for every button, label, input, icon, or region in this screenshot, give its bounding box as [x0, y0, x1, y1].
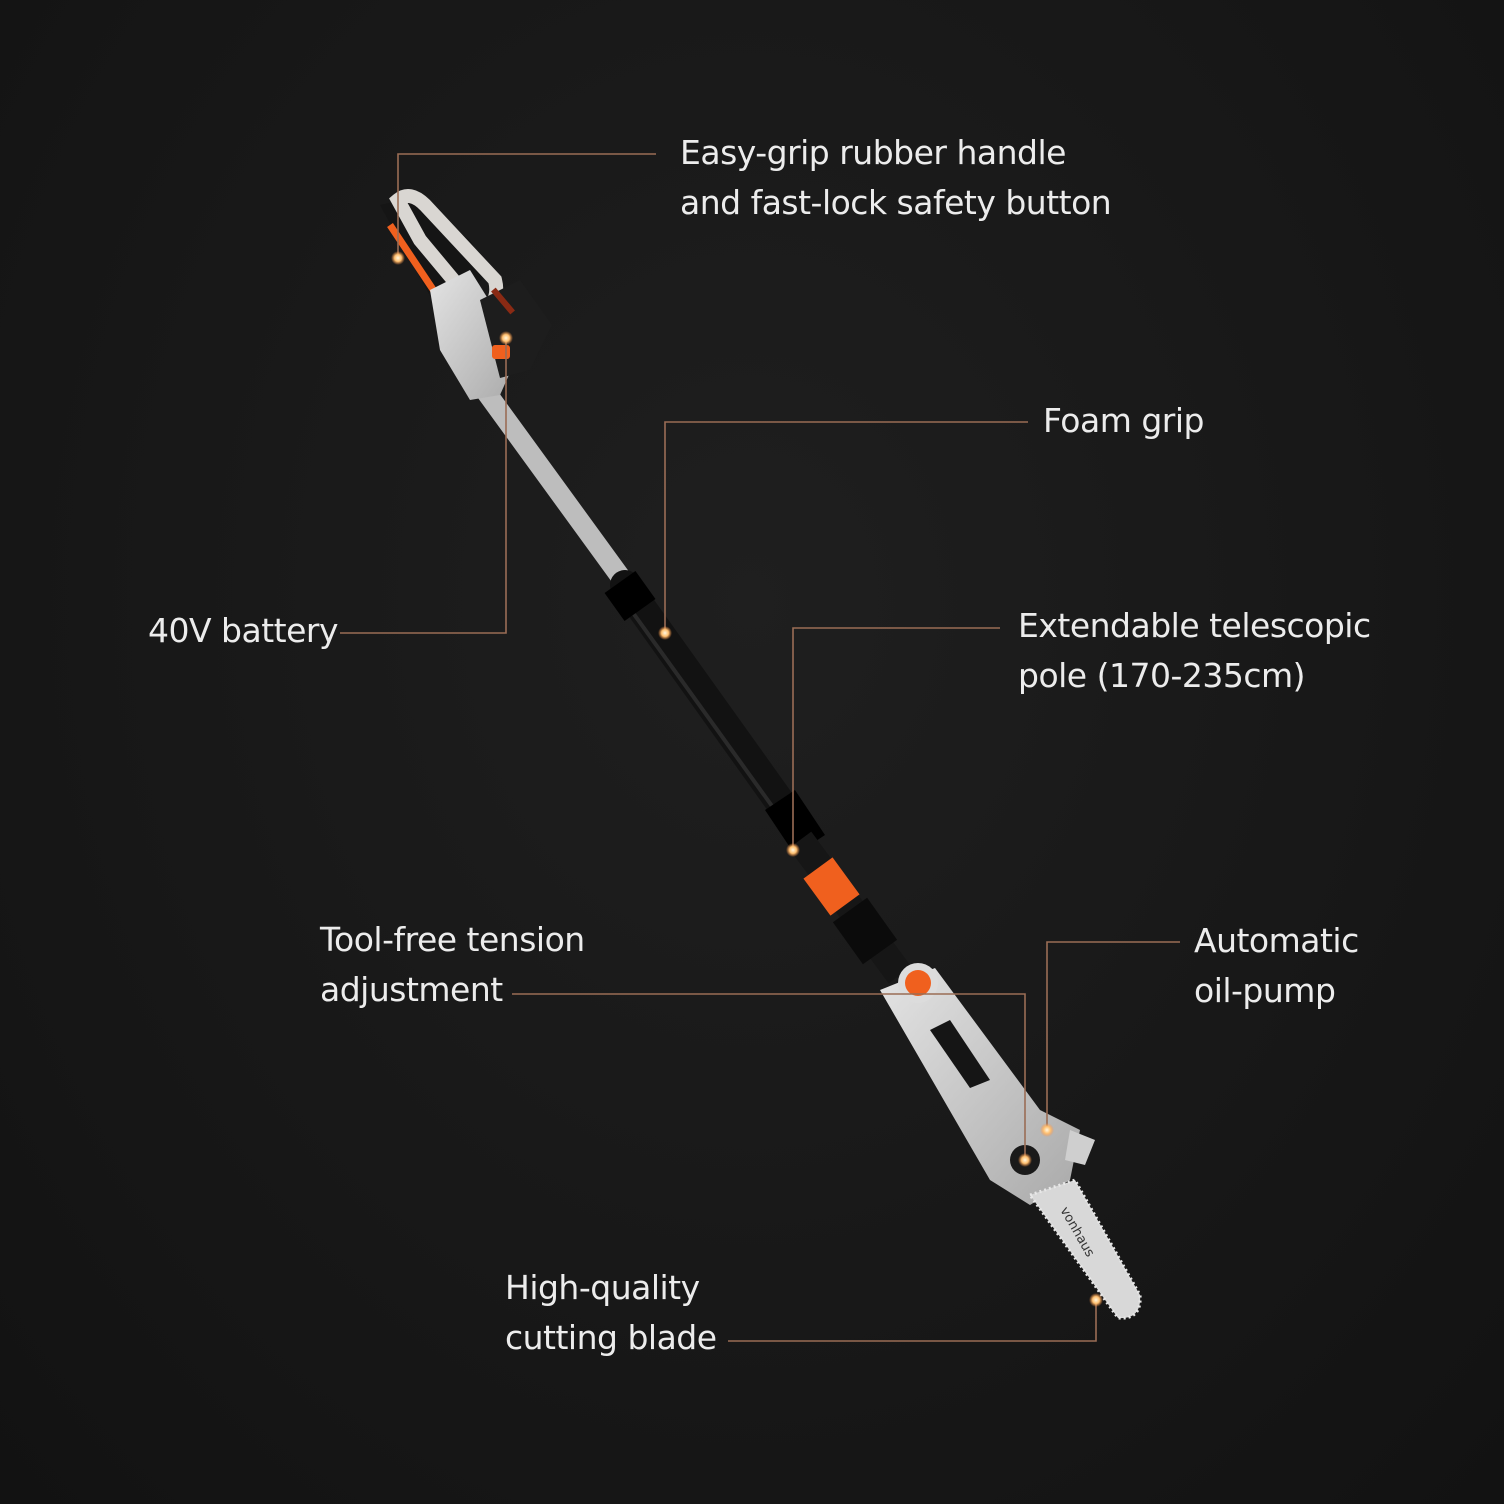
callout-dot-battery: [499, 331, 513, 345]
callout-text: Extendable telescopic: [1018, 606, 1371, 645]
callout-text: oil-pump: [1194, 971, 1336, 1010]
battery-indicator: [491, 287, 515, 315]
foam-grip: [610, 570, 815, 845]
chain-guard: [1065, 1130, 1095, 1165]
foam-grip-highlight: [616, 590, 797, 840]
callout-dot-blade: [1089, 1293, 1103, 1307]
saw-head-body: [880, 968, 1080, 1205]
black-coupler: [832, 897, 898, 965]
callout-text: and fast-lock safety button: [680, 183, 1112, 222]
lower-pole: [788, 831, 912, 984]
callout-lines: [340, 153, 1180, 1342]
callout-line-oil: [1046, 941, 1180, 1130]
callout-line-pole: [792, 627, 1000, 850]
callout-text: cutting blade: [505, 1318, 717, 1357]
callout-text: adjustment: [320, 970, 503, 1009]
brand-badge: [930, 1020, 990, 1088]
callout-text: Automatic: [1194, 921, 1359, 960]
tension-knob: [905, 970, 931, 996]
callout-line-tension: [512, 993, 1026, 1160]
callout-dot-tension: [1018, 1153, 1032, 1167]
callout-text: Tool-free tension: [320, 920, 585, 959]
callout-handle: Easy-grip rubber handle and fast-lock sa…: [680, 128, 1112, 228]
callout-dot-handle: [391, 251, 405, 265]
callout-dot-foam: [658, 626, 672, 640]
orange-coupler: [803, 857, 860, 916]
upper-pole: [460, 360, 640, 600]
callout-dots: [391, 251, 1103, 1307]
callout-dot-pole: [786, 843, 800, 857]
guide-bar: [1027, 1178, 1142, 1320]
callout-blade: High-quality cutting blade: [505, 1263, 717, 1363]
battery-release: [492, 345, 510, 359]
callout-line-blade: [728, 1300, 1097, 1342]
pole-collar-top: [604, 570, 656, 622]
callout-text: Easy-grip rubber handle: [680, 133, 1066, 172]
callout-foam: Foam grip: [1043, 396, 1204, 446]
callout-text: pole (170-235cm): [1018, 656, 1306, 695]
callout-dot-oil: [1040, 1123, 1054, 1137]
callout-text: 40V battery: [148, 611, 339, 650]
callout-text: High-quality: [505, 1268, 700, 1307]
callout-oil: Automatic oil-pump: [1194, 916, 1359, 1016]
callout-line-battery: [340, 338, 507, 634]
callout-pole: Extendable telescopic pole (170-235cm): [1018, 601, 1371, 701]
pole-tool: vonhaus: [380, 189, 1142, 1320]
callout-text: Foam grip: [1043, 401, 1204, 440]
callout-line-handle: [397, 153, 656, 258]
callout-line-foam: [664, 421, 1028, 633]
callout-battery: 40V battery: [148, 606, 339, 656]
callout-tension: Tool-free tension adjustment: [320, 915, 585, 1015]
